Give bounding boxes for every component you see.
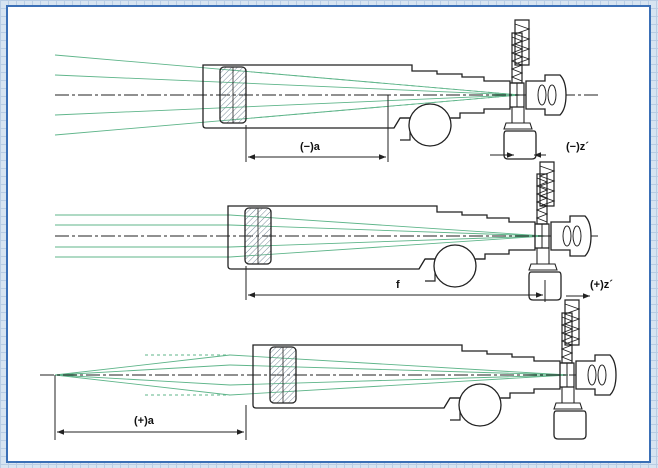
focal-shift-label: (−)z´ bbox=[566, 141, 589, 153]
light-rays bbox=[54, 54, 521, 136]
setup-collimated: f (+)z´ bbox=[55, 161, 613, 302]
setup-diverging: (−)a (−)z´ bbox=[54, 19, 600, 162]
light-rays bbox=[55, 214, 546, 258]
telescope-assembly bbox=[252, 312, 617, 440]
distance-label: f bbox=[396, 279, 400, 291]
setup-converging: (+)a bbox=[40, 299, 617, 440]
distance-label: (+)a bbox=[134, 415, 155, 427]
distance-label: (−)a bbox=[300, 141, 321, 153]
focal-shift-label: (+)z´ bbox=[590, 279, 613, 291]
